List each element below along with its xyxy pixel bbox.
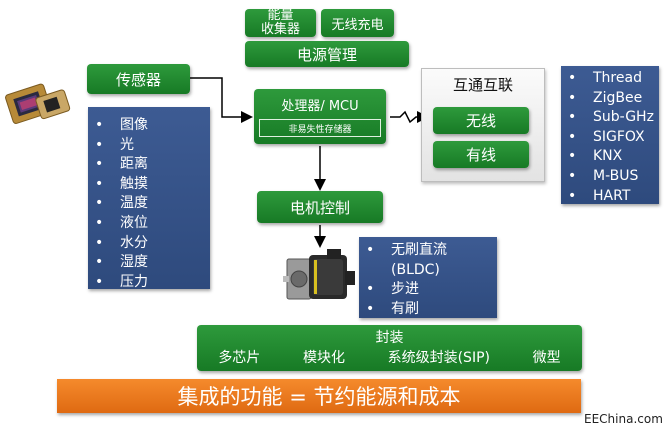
motor-control-label: 电机控制 [289,198,350,217]
integration-banner: 集成的功能 = 节约能源和成本 [57,379,581,413]
wireless-box: 无线 [433,107,529,134]
packaging-item-module: 模块化 [302,350,345,366]
packaging-item-sip: 系统级封装(SIP) [387,350,490,366]
wired-label: 有线 [465,146,496,164]
banner-text: 集成的功能 = 节约能源和成本 [177,385,461,409]
protocol-item: ZigBee [561,89,659,109]
power-management-label: 电源管理 [296,45,357,64]
sensor-types-list: 图像光距离触摸温度液位水分湿度压力 [88,107,210,292]
watermark: EEChina.com [584,412,663,426]
motor-type-item: 有刷 [359,300,497,320]
protocol-item: KNX [561,147,659,167]
energy-harvester-line1: 能量 [267,8,294,23]
interconnect-title: 互通互联 [452,76,513,94]
sensor-type-item: 触摸 [88,175,210,195]
sensor-type-item: 压力 [88,273,210,293]
memory-label: 非易失性存储器 [288,124,352,135]
mcu-label: 处理器/ MCU [281,99,359,114]
protocol-item: HART [561,187,659,207]
packaging-item-micro: 微型 [532,350,561,366]
packaging-item-multichip: 多芯片 [218,350,261,366]
power-management-box: 电源管理 [245,41,409,67]
packaging-title: 封装 [375,330,404,346]
protocol-item: SIGFOX [561,128,659,148]
sensor-type-item: 温度 [88,194,210,214]
sensor-type-item: 距离 [88,155,210,175]
sensor-type-item: 液位 [88,214,210,234]
wireless-label: 无线 [465,112,496,130]
sensor-type-item: 水分 [88,234,210,254]
sensor-type-item: 图像 [88,116,210,136]
sensor-box: 传感器 [87,64,190,94]
wireless-charging-box: 无线充电 [321,9,394,37]
motor-control-box: 电机控制 [257,191,383,223]
motor-icon [283,249,355,300]
sensor-type-item: 湿度 [88,253,210,273]
nonvolatile-memory-box: 非易失性存储器 [259,119,381,137]
sensor-type-item: 光 [88,136,210,156]
energy-harvester-box: 能量 收集器 [245,9,316,37]
protocol-item: Sub-GHz [561,108,659,128]
protocol-list: ThreadZigBeeSub-GHzSIGFOXKNXM-BUSHART [561,66,659,207]
image-sensor-chip-icon [5,83,71,124]
motor-type-item: (BLDC) [391,261,440,278]
motor-type-item: 无刷直流 [359,241,497,261]
packaging-box: 封装 多芯片 模块化 系统级封装(SIP) 微型 [197,325,582,371]
sensor-label: 传感器 [115,70,161,89]
motor-type-item: 步进 [359,280,497,300]
wireless-charging-label: 无线充电 [331,17,384,33]
energy-harvester-line2: 收集器 [260,22,300,37]
wired-box: 有线 [433,141,529,168]
mcu-box: 处理器/ MCU 非易失性存储器 [254,89,386,144]
motor-types-list: 无刷直流(BLDC) 步进有刷 [359,237,497,320]
protocol-item: M-BUS [561,167,659,187]
protocol-item: Thread [561,69,659,89]
